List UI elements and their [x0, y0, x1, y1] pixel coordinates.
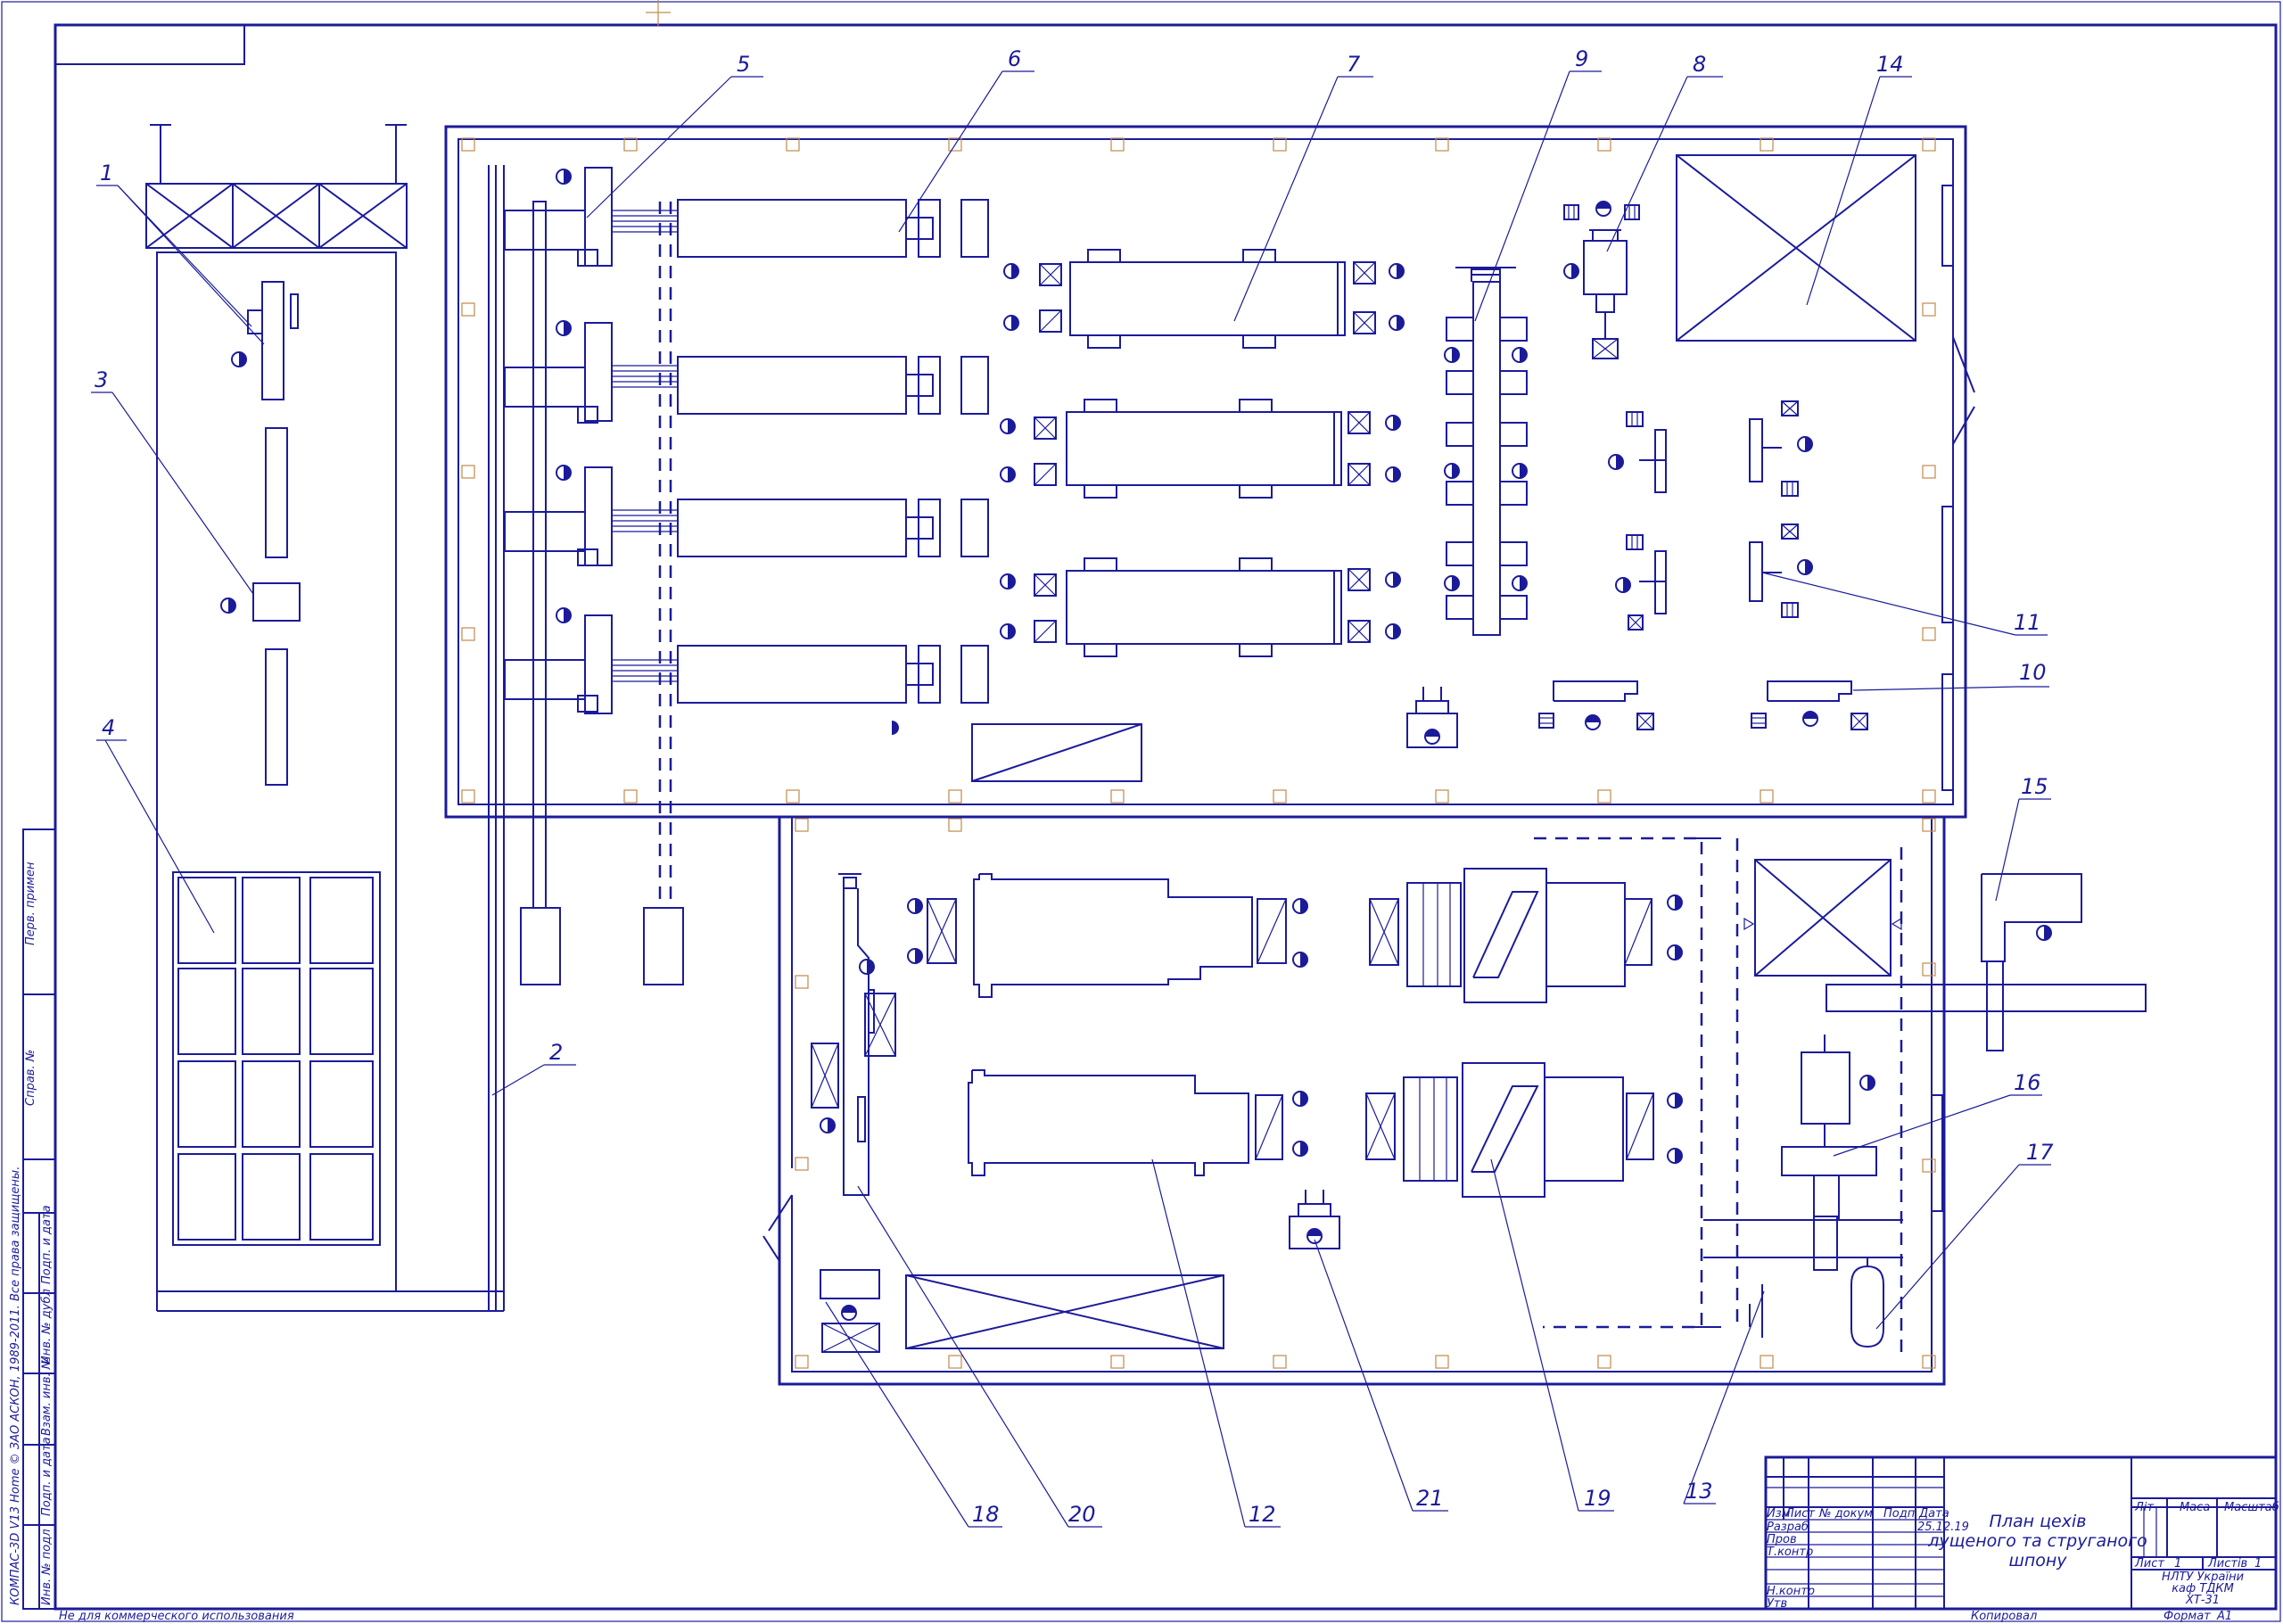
callout-16: 16 — [2014, 1070, 2041, 1095]
callout-19: 19 — [1584, 1486, 1611, 1511]
tb-sheets-label: Листів — [2207, 1557, 2247, 1570]
title-block: Изм Лист № докум Подп Дата 25.12.19 Разр… — [1764, 1455, 2279, 1611]
callout-11: 11 — [2014, 610, 2041, 635]
callout-21: 21 — [1416, 1486, 1444, 1511]
tb-sheet-label: Лист — [2134, 1557, 2164, 1570]
callout-2: 2 — [549, 1040, 563, 1065]
tb-row-razrab: Разраб — [1767, 1521, 1809, 1534]
stamp-sprav: Справ. № — [24, 1050, 37, 1106]
log-yard — [145, 124, 505, 1312]
callout-14: 14 — [1876, 52, 1904, 77]
stamp-vzam-inv: Взам. инв. № — [40, 1357, 54, 1436]
tb-org-line-1: НЛТУ України — [2162, 1570, 2244, 1584]
callout-10: 10 — [2019, 660, 2047, 685]
noncommercial-notice: Не для коммерческого использования — [59, 1610, 294, 1623]
tb-title-line-2: лущеного та струганого — [1927, 1531, 2147, 1551]
tb-row-utv: Утв — [1767, 1597, 1787, 1611]
tb-col-sign: Подп — [1883, 1507, 1916, 1521]
stamp-podp-data-1: Подп. и дата — [40, 1205, 54, 1284]
format-value: A1 — [2216, 1610, 2232, 1623]
callout-3: 3 — [95, 367, 108, 392]
kompas-notice: КОМПАС-3D V13 Home © ЗАО АСКОН, 1989-201… — [9, 1166, 22, 1605]
side-stamp-column: Перв. примен Справ. № Подп. и дата Инв. … — [9, 828, 56, 1610]
tb-sheets-total: 1 — [2254, 1557, 2262, 1570]
callout-4: 4 — [102, 715, 115, 740]
tb-row-prov: Пров — [1767, 1533, 1797, 1546]
tb-date-value: 25.12.19 — [1917, 1521, 1969, 1534]
stamp-inv-podl: Инв. № подл — [40, 1529, 54, 1605]
tb-col-doc: № докум — [1818, 1507, 1873, 1521]
callout-17: 17 — [2026, 1140, 2054, 1165]
callout-labels: 1 2 3 4 5 6 7 8 9 10 11 12 13 14 15 16 1… — [95, 46, 2054, 1527]
tb-lit-header: Літ — [2134, 1501, 2154, 1514]
callout-8: 8 — [1693, 52, 1706, 77]
upper-workshop — [444, 125, 1975, 985]
tb-col-date: Дата — [1918, 1507, 1949, 1521]
tb-row-nkontr: Н.контр — [1767, 1585, 1815, 1598]
tb-scale-header: Масштаб — [2224, 1501, 2279, 1514]
tb-title-line-3: шпону — [2008, 1551, 2067, 1570]
callout-1: 1 — [100, 161, 113, 185]
callout-5: 5 — [737, 52, 750, 77]
stamp-podp-data-2: Подп. и дата — [40, 1437, 54, 1516]
tb-sheet-number: 1 — [2174, 1557, 2181, 1570]
tb-col-izm: Изм — [1767, 1507, 1791, 1521]
callout-15: 15 — [2021, 774, 2048, 799]
stamp-perv-primen: Перв. примен — [24, 861, 37, 945]
tb-org-line-2: каф ТДКМ — [2172, 1582, 2234, 1595]
sheet-frame — [54, 23, 2278, 1611]
tb-title-line-1: План цехів — [1990, 1512, 2087, 1531]
callout-leaders — [91, 70, 2051, 1528]
callout-12: 12 — [1249, 1502, 1276, 1527]
callout-6: 6 — [1008, 46, 1021, 71]
format-label: Формат — [2163, 1610, 2211, 1623]
callout-20: 20 — [1068, 1502, 1096, 1527]
callout-7: 7 — [1347, 52, 1361, 77]
tb-row-tkontr: Т.контр — [1767, 1546, 1813, 1559]
callout-9: 9 — [1575, 46, 1588, 71]
callout-13: 13 — [1685, 1479, 1713, 1504]
tb-mass-header: Маса — [2180, 1501, 2210, 1514]
tb-org-line-3: ХТ-31 — [2185, 1594, 2220, 1607]
copied-label: Копировал — [1971, 1610, 2037, 1623]
callout-18: 18 — [972, 1502, 1000, 1527]
item-15-crane — [1826, 873, 2147, 1051]
top-left-stamp-box — [54, 24, 245, 65]
stamp-inv-dubl: Инв. № дубл — [40, 1289, 54, 1364]
tb-col-list: Лист — [1784, 1507, 1815, 1521]
lower-workshop — [762, 817, 1946, 1386]
